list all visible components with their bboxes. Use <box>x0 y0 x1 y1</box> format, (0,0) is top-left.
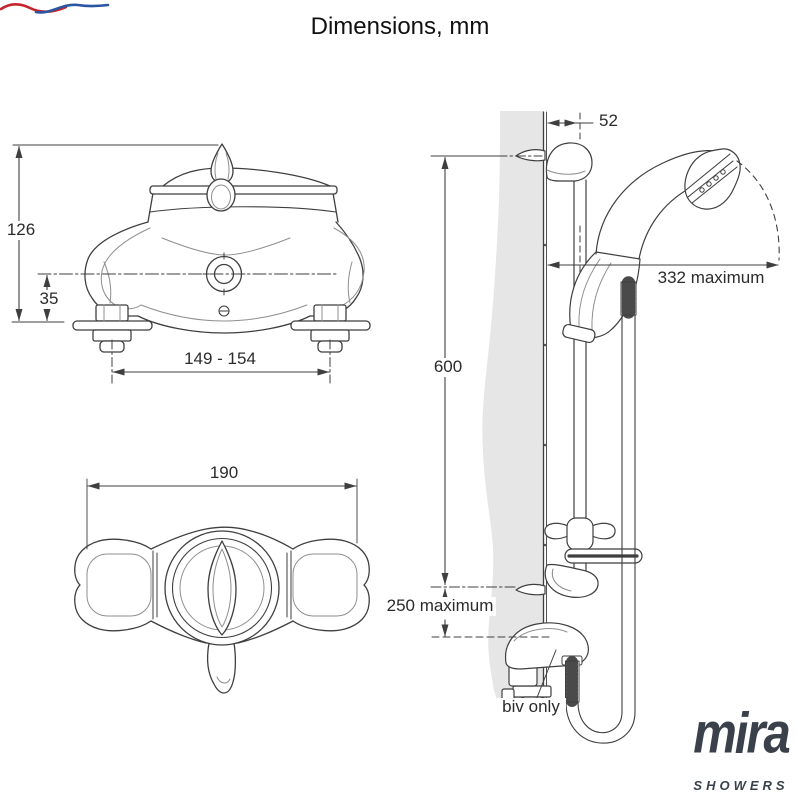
logo-brand-text: mira <box>693 701 791 766</box>
slide-bar-side-view-drawing <box>430 111 780 744</box>
mixer-top-view-drawing <box>74 478 370 694</box>
logo-waves-icon <box>0 3 110 14</box>
dim-label-bracket-offset: 52 <box>597 111 637 131</box>
note-biv-only: biv only <box>496 697 566 717</box>
dim-label-outlet-drop: 250 maximum <box>384 596 496 616</box>
mixer-front-view-drawing <box>11 143 371 384</box>
dim-label-overall-height: 126 <box>2 220 40 240</box>
logo-tagline-text: SHOWERS <box>693 778 789 793</box>
dim-label-inlet-centres: 149 - 154 <box>148 349 292 369</box>
page-title: Dimensions, mm <box>310 13 490 40</box>
dim-label-overall-width: 190 <box>192 463 256 483</box>
dim-label-handset-reach: 332 maximum <box>650 268 772 288</box>
dim-label-inlet-offset: 35 <box>33 289 65 309</box>
dim-label-slide-bar-length: 600 <box>427 357 469 377</box>
